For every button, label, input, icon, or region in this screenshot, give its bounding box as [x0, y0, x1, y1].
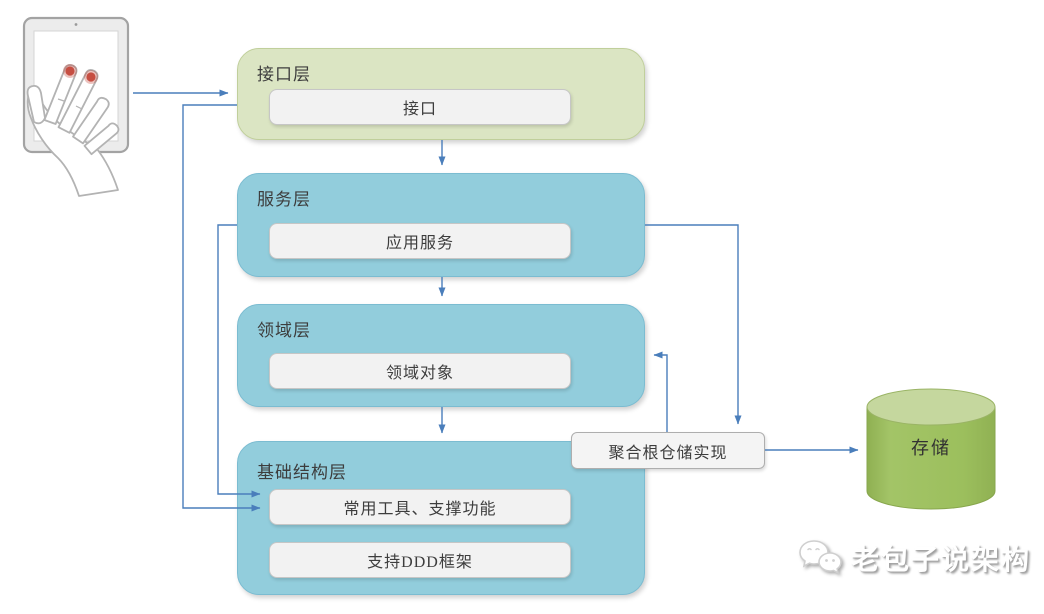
node-application-service: 应用服务 [269, 223, 571, 259]
layer-service: 服务层 应用服务 [237, 173, 645, 277]
storage-label: 存储 [911, 438, 951, 458]
tablet-screen [33, 30, 119, 142]
node-common-tools: 常用工具、支撑功能 [269, 489, 571, 525]
edge-agg-to-domain [653, 351, 668, 432]
touch-points [63, 64, 98, 84]
layer-domain: 领域层 领域对象 [237, 304, 645, 407]
layer-interface: 接口层 接口 [237, 48, 645, 140]
cylinder-icon [866, 388, 996, 510]
layer-service-label: 服务层 [257, 190, 311, 209]
node-aggregate-repo: 聚合根仓储实现 [571, 432, 765, 469]
wechat-icon [799, 540, 842, 575]
layer-interface-label: 接口层 [257, 65, 311, 84]
edge-service-to-agg [645, 224, 742, 425]
tablet-camera-dot [74, 23, 78, 26]
layer-domain-label: 领域层 [257, 321, 311, 340]
tablet-frame [22, 16, 130, 154]
hand-shape [26, 64, 120, 197]
watermark-text: 老包子说架构 [851, 544, 1032, 575]
watermark: 老包子说架构 [797, 536, 1031, 580]
node-interface: 接口 [269, 89, 571, 125]
layer-infrastructure-label: 基础结构层 [257, 463, 347, 482]
node-domain-object: 领域对象 [269, 353, 571, 389]
storage-cylinder: 存储 [863, 386, 999, 518]
node-ddd-framework: 支持DDD框架 [269, 542, 571, 578]
hand-touching-tablet-icon [22, 16, 130, 197]
